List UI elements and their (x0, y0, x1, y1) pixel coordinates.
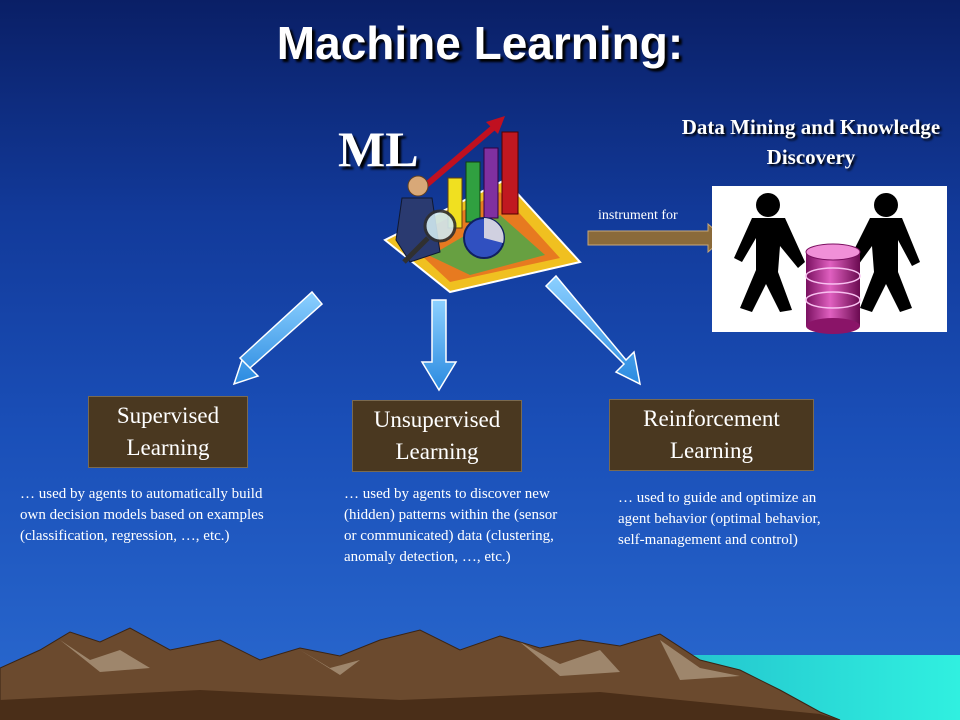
data-mining-title: Data Mining and Knowledge Discovery (681, 115, 941, 169)
unsupervised-learning-box: Unsupervised Learning (352, 400, 522, 472)
instrument-label: instrument for (598, 208, 678, 223)
arrow-to-reinforcement (544, 274, 642, 386)
mountain-snow (60, 640, 740, 680)
reinforcement-learning-label: Reinforcement Learning (643, 406, 780, 463)
arrow-to-supervised (232, 290, 324, 386)
ml-label: ML (338, 121, 419, 177)
chart-analyst-icon (383, 116, 582, 294)
unsupervised-description: … used by agents to discover new (hidden… (344, 486, 558, 565)
unsupervised-learning-label: Unsupervised Learning (373, 407, 501, 464)
reinforcement-learning-box: Reinforcement Learning (609, 399, 814, 471)
arrow-to-unsupervised (420, 299, 458, 392)
people-carrying-database-icon (712, 186, 947, 334)
slide-title: Machine Learning: (276, 17, 684, 69)
reinforcement-description: … used to guide and optimize an agent be… (618, 490, 821, 548)
mountain-base (0, 690, 840, 720)
supervised-description: … used by agents to automatically build … (20, 486, 264, 544)
supervised-learning-box: Supervised Learning (88, 396, 248, 468)
instrument-arrow (587, 222, 725, 254)
supervised-learning-label: Supervised Learning (116, 403, 220, 460)
